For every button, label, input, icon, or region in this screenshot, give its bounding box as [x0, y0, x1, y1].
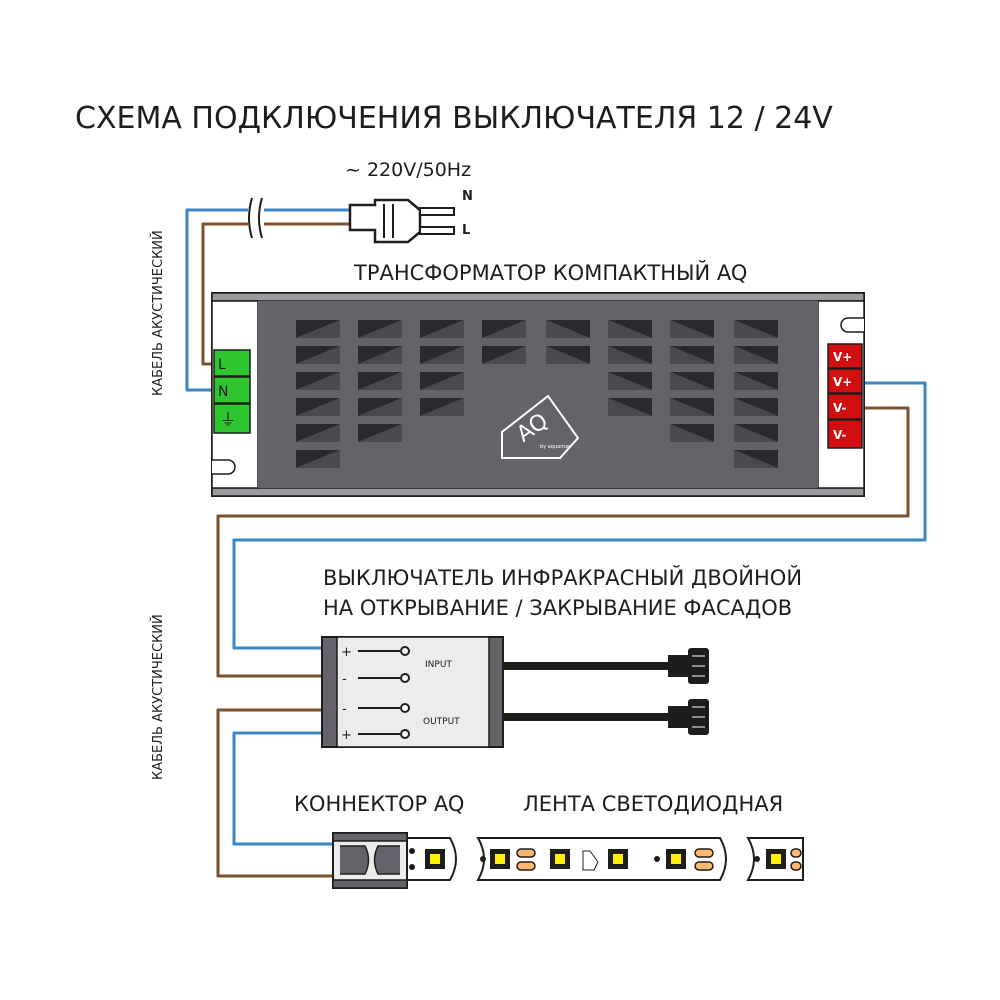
- strip-connector: [332, 832, 415, 889]
- vent-slot-shade: [482, 346, 526, 364]
- cable-label-top: КАБЕЛЬ АКУСТИЧЕСКИЙ: [150, 230, 166, 396]
- switch-label-line1: ВЫКЛЮЧАТЕЛЬ ИНФРАКРАСНЫЙ ДВОЙНОЙ: [323, 565, 802, 590]
- resistor-pads: [516, 848, 802, 871]
- sensor-plug-bottom: [668, 699, 709, 735]
- vent-slot-shade: [358, 398, 402, 416]
- sensor-plug-top: [668, 648, 709, 684]
- vent-slot-shade: [734, 424, 778, 442]
- mains-wire-brown: [201, 222, 350, 366]
- vent-slot-shade: [670, 320, 714, 338]
- aq-logo-subtext: by aquamar: [540, 444, 571, 450]
- transformer-label: ТРАНСФОРМАТОР КОМПАКТНЫЙ AQ: [353, 260, 747, 285]
- vent-slot-shade: [420, 398, 464, 416]
- mains-plug: [348, 198, 455, 244]
- vent-slot-shade: [420, 346, 464, 364]
- vent-slot-shade: [670, 372, 714, 390]
- terminal-l-label: L: [218, 357, 226, 373]
- vent-slot-shade: [296, 450, 340, 468]
- switch-out-wire-brown: [216, 708, 334, 878]
- vent-slot-shade: [670, 424, 714, 442]
- vent-slot-shade: [670, 346, 714, 364]
- vent-slot-shade: [420, 372, 464, 390]
- mains-voltage-label: ~ 220V/50Hz: [345, 159, 471, 181]
- vent-slot-shade: [734, 372, 778, 390]
- vent-slot-shade: [296, 372, 340, 390]
- plug-pin-l-label: L: [462, 223, 470, 238]
- switch-input-label: INPUT: [425, 660, 452, 670]
- vent-slot-shade: [296, 320, 340, 338]
- terminal-vminus-2-label: V-: [833, 428, 846, 442]
- diagram-title: СХЕМА ПОДКЛЮЧЕНИЯ ВЫКЛЮЧАТЕЛЯ 12 / 24V: [75, 101, 833, 136]
- transformer-body: [258, 301, 818, 488]
- switch-label-line2: НА ОТКРЫВАНИЕ / ЗАКРЫВАНИЕ ФАСАДОВ: [323, 596, 792, 620]
- vent-slot-shade: [358, 320, 402, 338]
- vent-slot-shade: [546, 346, 590, 364]
- vent-slot-shade: [358, 424, 402, 442]
- wires: [185, 208, 927, 878]
- plug-pin-n-label: N: [462, 189, 473, 204]
- vent-slot-shade: [734, 346, 778, 364]
- vent-slot-shade: [734, 398, 778, 416]
- vent-slot-shade: [420, 320, 464, 338]
- vent-slot-shade: [608, 398, 652, 416]
- switch-output-plus: +: [341, 728, 352, 743]
- connector-label: КОННЕКТОР AQ: [294, 792, 464, 816]
- ventilation-grid: [296, 320, 778, 468]
- vent-slot-shade: [608, 346, 652, 364]
- led-strip: [404, 837, 804, 881]
- output-wire-brown: [216, 406, 910, 678]
- output-terminal-block: V+ V+ V- V-: [827, 343, 863, 449]
- solder-dots: [480, 856, 760, 862]
- vent-slot-shade: [670, 398, 714, 416]
- transformer: AQ by aquamar L N ⏚ V+ V+ V- V-: [211, 292, 865, 497]
- strip-label: ЛЕНТА СВЕТОДИОДНАЯ: [523, 792, 783, 816]
- vent-slot-shade: [608, 320, 652, 338]
- vent-slot-shade: [546, 320, 590, 338]
- switch-out-wire-blue: [232, 731, 334, 846]
- vent-slot-shade: [358, 372, 402, 390]
- terminal-ground-label: ⏚: [220, 410, 236, 429]
- vent-slot-shade: [734, 320, 778, 338]
- vent-slot-shade: [296, 424, 340, 442]
- switch-output-minus: -: [342, 702, 347, 717]
- output-wire-blue: [232, 381, 927, 650]
- strip-segment-2: [476, 837, 727, 881]
- terminal-vplus-2-label: V+: [833, 375, 852, 389]
- terminal-vminus-1-label: V-: [833, 401, 846, 415]
- mains-wire-blue: [185, 208, 350, 392]
- switch-output-label: OUTPUT: [423, 717, 460, 727]
- switch-input-plus: +: [341, 645, 352, 660]
- vent-slot-shade: [296, 346, 340, 364]
- vent-slot-shade: [608, 372, 652, 390]
- vent-slot-shade: [734, 450, 778, 468]
- vent-slot-shade: [296, 398, 340, 416]
- ir-switch: + - - + INPUT OUTPUT: [321, 636, 709, 748]
- cable-break-symbol: [248, 197, 264, 239]
- vent-slot-shade: [358, 346, 402, 364]
- input-terminal-block: L N ⏚: [213, 349, 251, 434]
- strip-aq-mark-icon: [582, 850, 599, 871]
- cable-label-bottom: КАБЕЛЬ АКУСТИЧЕСКИЙ: [150, 614, 166, 780]
- vent-slot-shade: [482, 320, 526, 338]
- switch-input-minus: -: [342, 672, 347, 687]
- terminal-n-label: N: [218, 384, 228, 400]
- led-chips: [425, 849, 786, 869]
- terminal-vplus-1-label: V+: [833, 350, 852, 364]
